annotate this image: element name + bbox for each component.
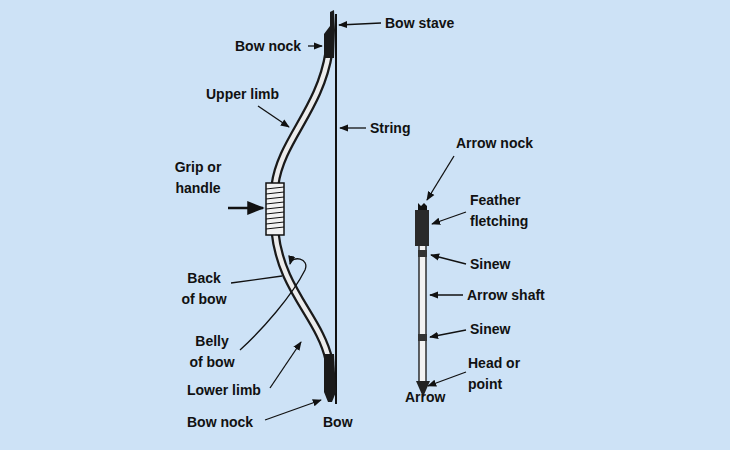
part-label: Upper limb xyxy=(206,84,279,105)
part-label: Grip or handle xyxy=(172,157,224,199)
bow-grip xyxy=(266,183,284,235)
leader-line xyxy=(228,207,263,210)
wrap-stroke xyxy=(266,222,284,224)
wrap-stroke xyxy=(266,227,284,229)
leader-line xyxy=(431,255,466,264)
part-label: Arrow xyxy=(405,387,445,408)
sinew-binding xyxy=(418,250,427,257)
bow-string xyxy=(335,14,337,404)
wrap-stroke xyxy=(266,202,284,204)
wrap-stroke xyxy=(266,197,284,199)
part-label: Belly of bow xyxy=(188,331,236,373)
part-label: Lower limb xyxy=(187,380,261,401)
leader-line xyxy=(265,400,321,420)
grip-wrapping xyxy=(266,187,284,229)
bottom-bow-nock xyxy=(324,354,336,402)
part-label: Bow stave xyxy=(385,13,454,34)
part-label: Bow xyxy=(323,412,353,433)
part-label: Head or point xyxy=(468,353,526,395)
sinew-binding xyxy=(418,334,427,341)
part-label: Sinew xyxy=(470,254,510,275)
leader-line xyxy=(270,342,301,388)
wrap-stroke xyxy=(266,192,284,194)
leader-line xyxy=(340,127,366,128)
part-label: Bow nock xyxy=(235,36,301,57)
top-bow-nock xyxy=(324,10,335,58)
part-label: Bow nock xyxy=(187,412,253,433)
part-label: Back of bow xyxy=(180,268,228,310)
leader-line xyxy=(430,294,463,295)
wrap-stroke xyxy=(266,207,284,209)
leader-line xyxy=(428,372,466,386)
leader-lines xyxy=(228,23,466,420)
part-label: Arrow nock xyxy=(456,133,533,154)
wrap-stroke xyxy=(266,187,284,189)
feather-fletching xyxy=(415,210,429,246)
part-label: Feather fletching xyxy=(470,190,544,232)
leader-line xyxy=(427,156,454,200)
leader-line xyxy=(231,276,282,283)
part-label: String xyxy=(370,118,410,139)
wrap-stroke xyxy=(266,217,284,219)
part-label: Arrow shaft xyxy=(467,285,545,306)
leader-line xyxy=(240,259,306,350)
leader-line xyxy=(258,106,289,127)
leader-line xyxy=(432,212,466,224)
leader-line xyxy=(430,330,466,337)
leader-line xyxy=(308,45,322,46)
leader-line xyxy=(339,23,381,25)
wrap-stroke xyxy=(266,212,284,214)
part-label: Sinew xyxy=(470,319,510,340)
